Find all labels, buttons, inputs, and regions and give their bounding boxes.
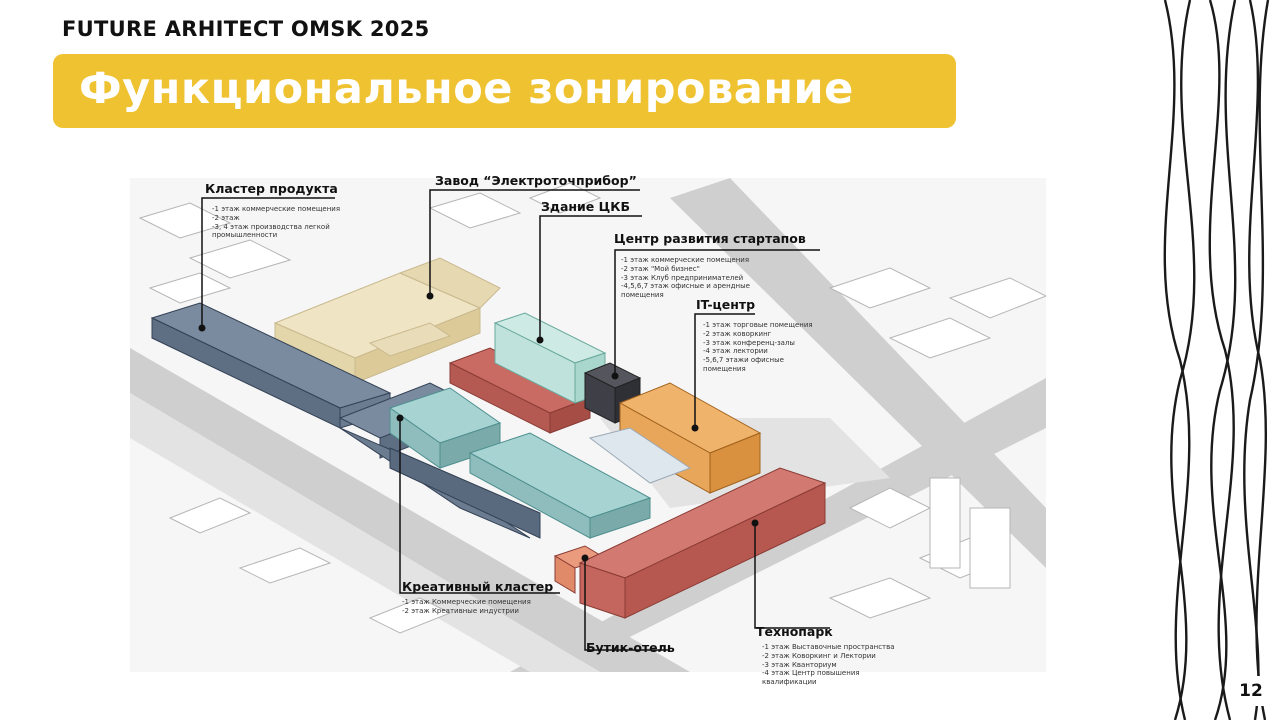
list-item: 4,5,6,7 этаж офисные и арендные помещени… <box>621 282 761 300</box>
callout-lines <box>201 189 830 651</box>
list-item: 5,6,7 этажи офисные помещения <box>703 356 813 374</box>
list-item: 2 этаж коворкинг <box>703 330 813 339</box>
label-factory: Завод “Электроточприбор” <box>435 173 637 188</box>
site-plan <box>130 178 1046 672</box>
list-item: 1 этаж Выставочные пространства <box>762 643 902 652</box>
list-item: 4 этаж Центр повышения квалификации <box>762 669 902 687</box>
label-technopark: Технопарк <box>756 624 833 639</box>
list-item: 2 этаж Коворкинг и Лектории <box>762 652 902 661</box>
list-item: 3 этаж конференц-залы <box>703 339 813 348</box>
label-boutique-hotel: Бутик-отель <box>586 640 675 655</box>
list-item: 2 этаж Креативные индустрии <box>402 607 552 616</box>
page-number: 12 <box>1236 676 1266 706</box>
list-it-center: 1 этаж торговые помещения 2 этаж коворки… <box>703 321 813 374</box>
callout-dots <box>198 292 759 562</box>
list-item: 1 этаж Коммерческие помещения <box>402 598 552 607</box>
list-item: 2 этаж <box>212 214 347 223</box>
label-it-center: IT-центр <box>696 297 756 312</box>
list-item: 3, 4 этаж производства легкой промышленн… <box>212 223 347 241</box>
list-item: 2 этаж "Мой бизнес" <box>621 265 761 274</box>
list-item: 1 этаж коммерческие помещения <box>212 205 347 214</box>
label-ckb: Здание ЦКБ <box>541 199 630 214</box>
label-product-cluster: Кластер продукта <box>205 181 338 196</box>
list-item: 1 этаж торговые помещения <box>703 321 813 330</box>
list-item: 1 этаж коммерческие помещения <box>621 256 761 265</box>
label-startup-center: Центр развития стартапов <box>614 231 806 246</box>
list-item: 3 этаж Кванториум <box>762 661 902 670</box>
list-product-cluster: 1 этаж коммерческие помещения 2 этаж 3, … <box>212 205 347 240</box>
list-item: 3 этаж Клуб предпринимателей <box>621 274 761 283</box>
page-title: Функциональное зонирование <box>79 64 854 114</box>
list-technopark: 1 этаж Выставочные пространства 2 этаж К… <box>762 643 902 687</box>
title-banner: Функциональное зонирование <box>53 54 956 128</box>
context-buildings <box>138 182 1046 634</box>
brand-title: FUTURE ARHITECT OMSK 2025 <box>62 17 430 41</box>
building-technopark <box>578 467 827 619</box>
list-item: 4 этаж лектории <box>703 347 813 356</box>
list-creative-cluster: 1 этаж Коммерческие помещения 2 этаж Кре… <box>402 598 552 616</box>
building-boutique-hotel <box>553 545 607 594</box>
label-creative-cluster: Креативный кластер <box>402 579 554 594</box>
list-startup-center: 1 этаж коммерческие помещения 2 этаж "Мо… <box>621 256 761 300</box>
building-creative-cluster <box>388 387 652 539</box>
building-pavilion <box>588 427 692 484</box>
building-it-center <box>618 382 762 494</box>
decorative-lines <box>1163 0 1270 720</box>
